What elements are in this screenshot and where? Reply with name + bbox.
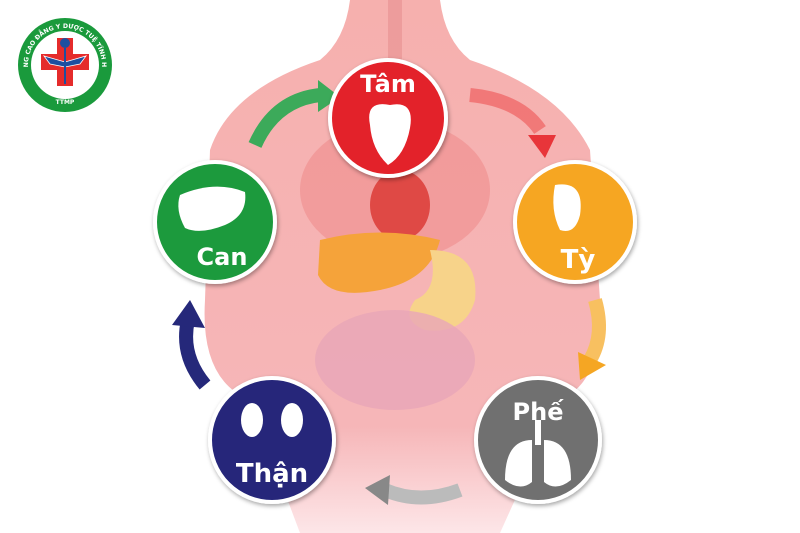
arrow-than-to-can xyxy=(179,318,211,390)
stomach-inner xyxy=(409,250,476,331)
school-logo: TRƯỜNG CAO ĐẲNG Y DƯỢC TUỆ TĨNH HÀ NỘI T… xyxy=(0,0,112,112)
spleen-icon xyxy=(553,184,581,231)
organ-label: Tâm xyxy=(360,70,416,98)
arrow-phe-to-than xyxy=(382,483,463,505)
arrow-ty-to-phe xyxy=(583,298,606,364)
organ-label: Can xyxy=(197,243,248,271)
heart-inner xyxy=(370,170,430,240)
organ-can: Can xyxy=(153,160,277,284)
logo-bottom-text: TTMP xyxy=(56,99,75,106)
organ-ty: Tỳ xyxy=(513,160,637,284)
organ-phe: Phế xyxy=(474,376,602,504)
organ-label: Phế xyxy=(513,398,565,426)
organ-label: Thận xyxy=(236,459,308,489)
lungs-icon xyxy=(505,420,571,487)
organ-than: Thận xyxy=(208,376,336,504)
organ-label: Tỳ xyxy=(561,245,596,275)
organ-tam: Tâm xyxy=(328,58,448,178)
liver-inner xyxy=(318,232,440,293)
liver-icon xyxy=(178,186,246,231)
arrow-can-to-tam xyxy=(248,88,322,149)
arrow-tam-to-ty xyxy=(469,88,546,135)
kidneys-icon xyxy=(241,403,303,437)
intestines-inner xyxy=(315,310,475,410)
heart-icon xyxy=(369,104,411,165)
medical-cross-icon xyxy=(41,38,89,86)
